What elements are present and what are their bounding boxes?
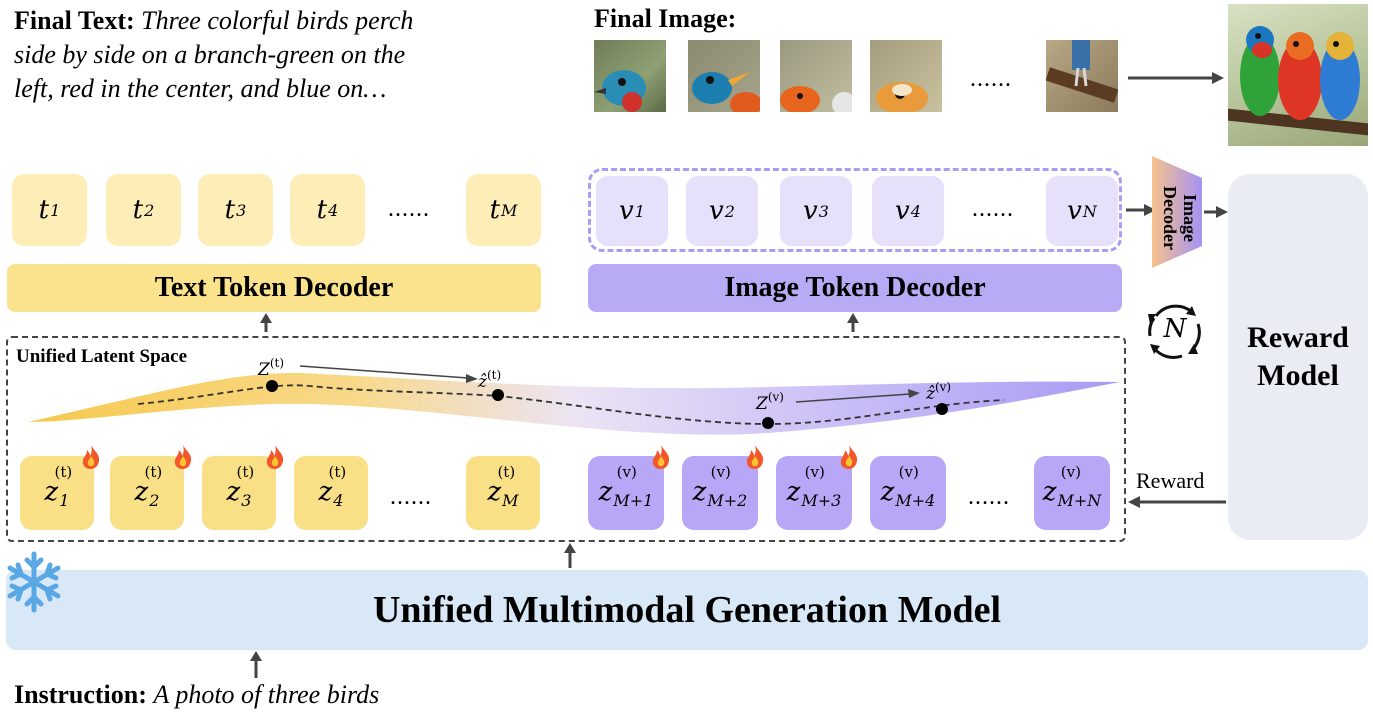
latent-token-zM1v: zM+1(v) [588, 456, 664, 530]
latent-token-zM4v: zM+4(v) [870, 456, 946, 530]
final-text-line3: left, red in the center, and blue on… [14, 74, 387, 103]
latent-token-z2t: z2(t) [110, 456, 184, 530]
latent-manifold [28, 365, 1120, 435]
fire-icon [82, 445, 100, 469]
instruction: Instruction: A photo of three birds [14, 680, 379, 710]
final-birds-image [1228, 4, 1368, 146]
image-token-group [588, 168, 1122, 252]
latent-zt-label: Z(t) [258, 356, 284, 380]
fire-icon [266, 445, 284, 469]
bird-thumbnail-3 [780, 40, 852, 112]
arrow-icon [1128, 496, 1226, 508]
fire-icon [652, 445, 670, 469]
reward-model-line1: Reward [1247, 321, 1349, 354]
text-token-decoder: Text Token Decoder [7, 264, 541, 312]
instruction-text: A photo of three birds [153, 680, 380, 709]
latent-zv-hat-label: ẑ(v) [926, 380, 952, 404]
latent-token-zMt: zM(t) [466, 456, 540, 530]
final-text-block: Final Text: Three colorful birds perch s… [14, 4, 554, 106]
bird-thumbnail-2 [688, 40, 760, 112]
latent-token-zM3v: zM+3(v) [776, 456, 852, 530]
arrow-icon [260, 313, 272, 332]
snowflake-icon [7, 551, 61, 613]
latent-token-z4t: z4(t) [294, 456, 368, 530]
latent-text-ellipsis: ...... [390, 484, 432, 510]
bird-thumbnail-5 [1046, 40, 1118, 112]
bird-thumbnail-4 [870, 40, 942, 112]
loop-label: N [1163, 314, 1187, 344]
arrow-icon [1128, 72, 1224, 84]
reward-arrow-label: Reward [1136, 468, 1205, 493]
loop-icon [1148, 304, 1201, 359]
instruction-label: Instruction: [14, 680, 147, 709]
final-image-ellipsis: ...... [970, 66, 1012, 92]
image-token-ellipsis: ...... [972, 196, 1014, 222]
unified-generation-model: Unified Multimodal Generation Model [6, 570, 1368, 650]
latent-image-ellipsis: ...... [968, 484, 1010, 510]
image-decoder [1152, 156, 1202, 268]
final-text-label: Final Text: [14, 6, 135, 35]
latent-token-z1t: z1(t) [20, 456, 94, 530]
reward-model: Reward Model [1228, 174, 1368, 540]
bird-thumbnail-1 [594, 40, 666, 112]
reward-model-line2: Model [1257, 359, 1339, 392]
arrow-icon [564, 543, 576, 568]
arrow-icon [1126, 204, 1156, 216]
fire-icon [840, 445, 858, 469]
latent-zv-label: Z(v) [756, 390, 784, 414]
latent-space-title: Unified Latent Space [16, 346, 187, 367]
final-text-line2: side by side on a branch-green on the [14, 40, 406, 69]
fire-icon [174, 445, 192, 469]
arrow-icon [250, 651, 262, 678]
latent-zt-hat-label: ẑ(t) [478, 368, 502, 392]
fire-icon [746, 445, 764, 469]
final-text-line1: Three colorful birds perch [141, 6, 414, 35]
arrow-icon [847, 313, 859, 332]
image-decoder-label: Image Decoder [1160, 186, 1200, 250]
image-token-decoder: Image Token Decoder [588, 264, 1122, 312]
unified-latent-space [6, 336, 1126, 542]
latent-token-zMNv: zM+N(v) [1034, 456, 1110, 530]
latent-token-z3t: z3(t) [202, 456, 276, 530]
arrow-icon [1204, 206, 1228, 218]
latent-token-zM2v: zM+2(v) [682, 456, 758, 530]
text-token-ellipsis: ...... [388, 196, 430, 222]
final-image-label: Final Image: [594, 4, 737, 33]
